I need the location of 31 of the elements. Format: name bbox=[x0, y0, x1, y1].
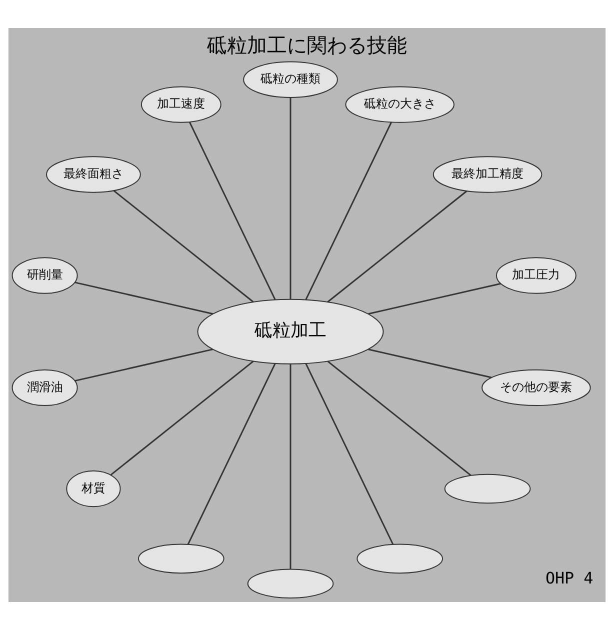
node-ellipse: 砥粒の種類 bbox=[243, 61, 338, 98]
node-ellipse: 砥粒加工 bbox=[197, 298, 384, 364]
connector bbox=[113, 190, 254, 302]
connector bbox=[187, 363, 276, 545]
diagram-title: 砥粒加工に関わる技能 bbox=[207, 34, 407, 57]
node-ellipse: 最終面粗さ bbox=[46, 156, 141, 193]
connector bbox=[74, 282, 214, 315]
node-ellipse: 潤滑油 bbox=[12, 369, 78, 406]
connector bbox=[290, 98, 292, 299]
node-ellipse: 加工速度 bbox=[140, 86, 222, 123]
label: OHP 4 bbox=[545, 568, 594, 588]
node-ellipse: 研削量 bbox=[12, 257, 78, 294]
connector bbox=[368, 348, 492, 378]
connector bbox=[290, 364, 292, 569]
node-oval bbox=[247, 568, 334, 599]
node-ellipse: 最終加工精度 bbox=[432, 156, 542, 193]
connector bbox=[305, 122, 392, 300]
connector bbox=[327, 190, 468, 303]
node-oval bbox=[356, 544, 443, 574]
connector bbox=[74, 348, 214, 382]
connector bbox=[110, 360, 254, 476]
node-ellipse: 加工圧力 bbox=[496, 257, 576, 294]
connector bbox=[305, 363, 394, 545]
node-oval bbox=[444, 474, 531, 504]
node-ellipse: 砥粒の大きさ bbox=[345, 86, 454, 123]
connector bbox=[189, 122, 276, 300]
connector bbox=[327, 360, 472, 476]
node-ellipse: 材質 bbox=[66, 470, 121, 508]
node-oval bbox=[138, 544, 224, 574]
node-ellipse: その他の要素 bbox=[482, 369, 591, 406]
connector bbox=[368, 282, 501, 315]
